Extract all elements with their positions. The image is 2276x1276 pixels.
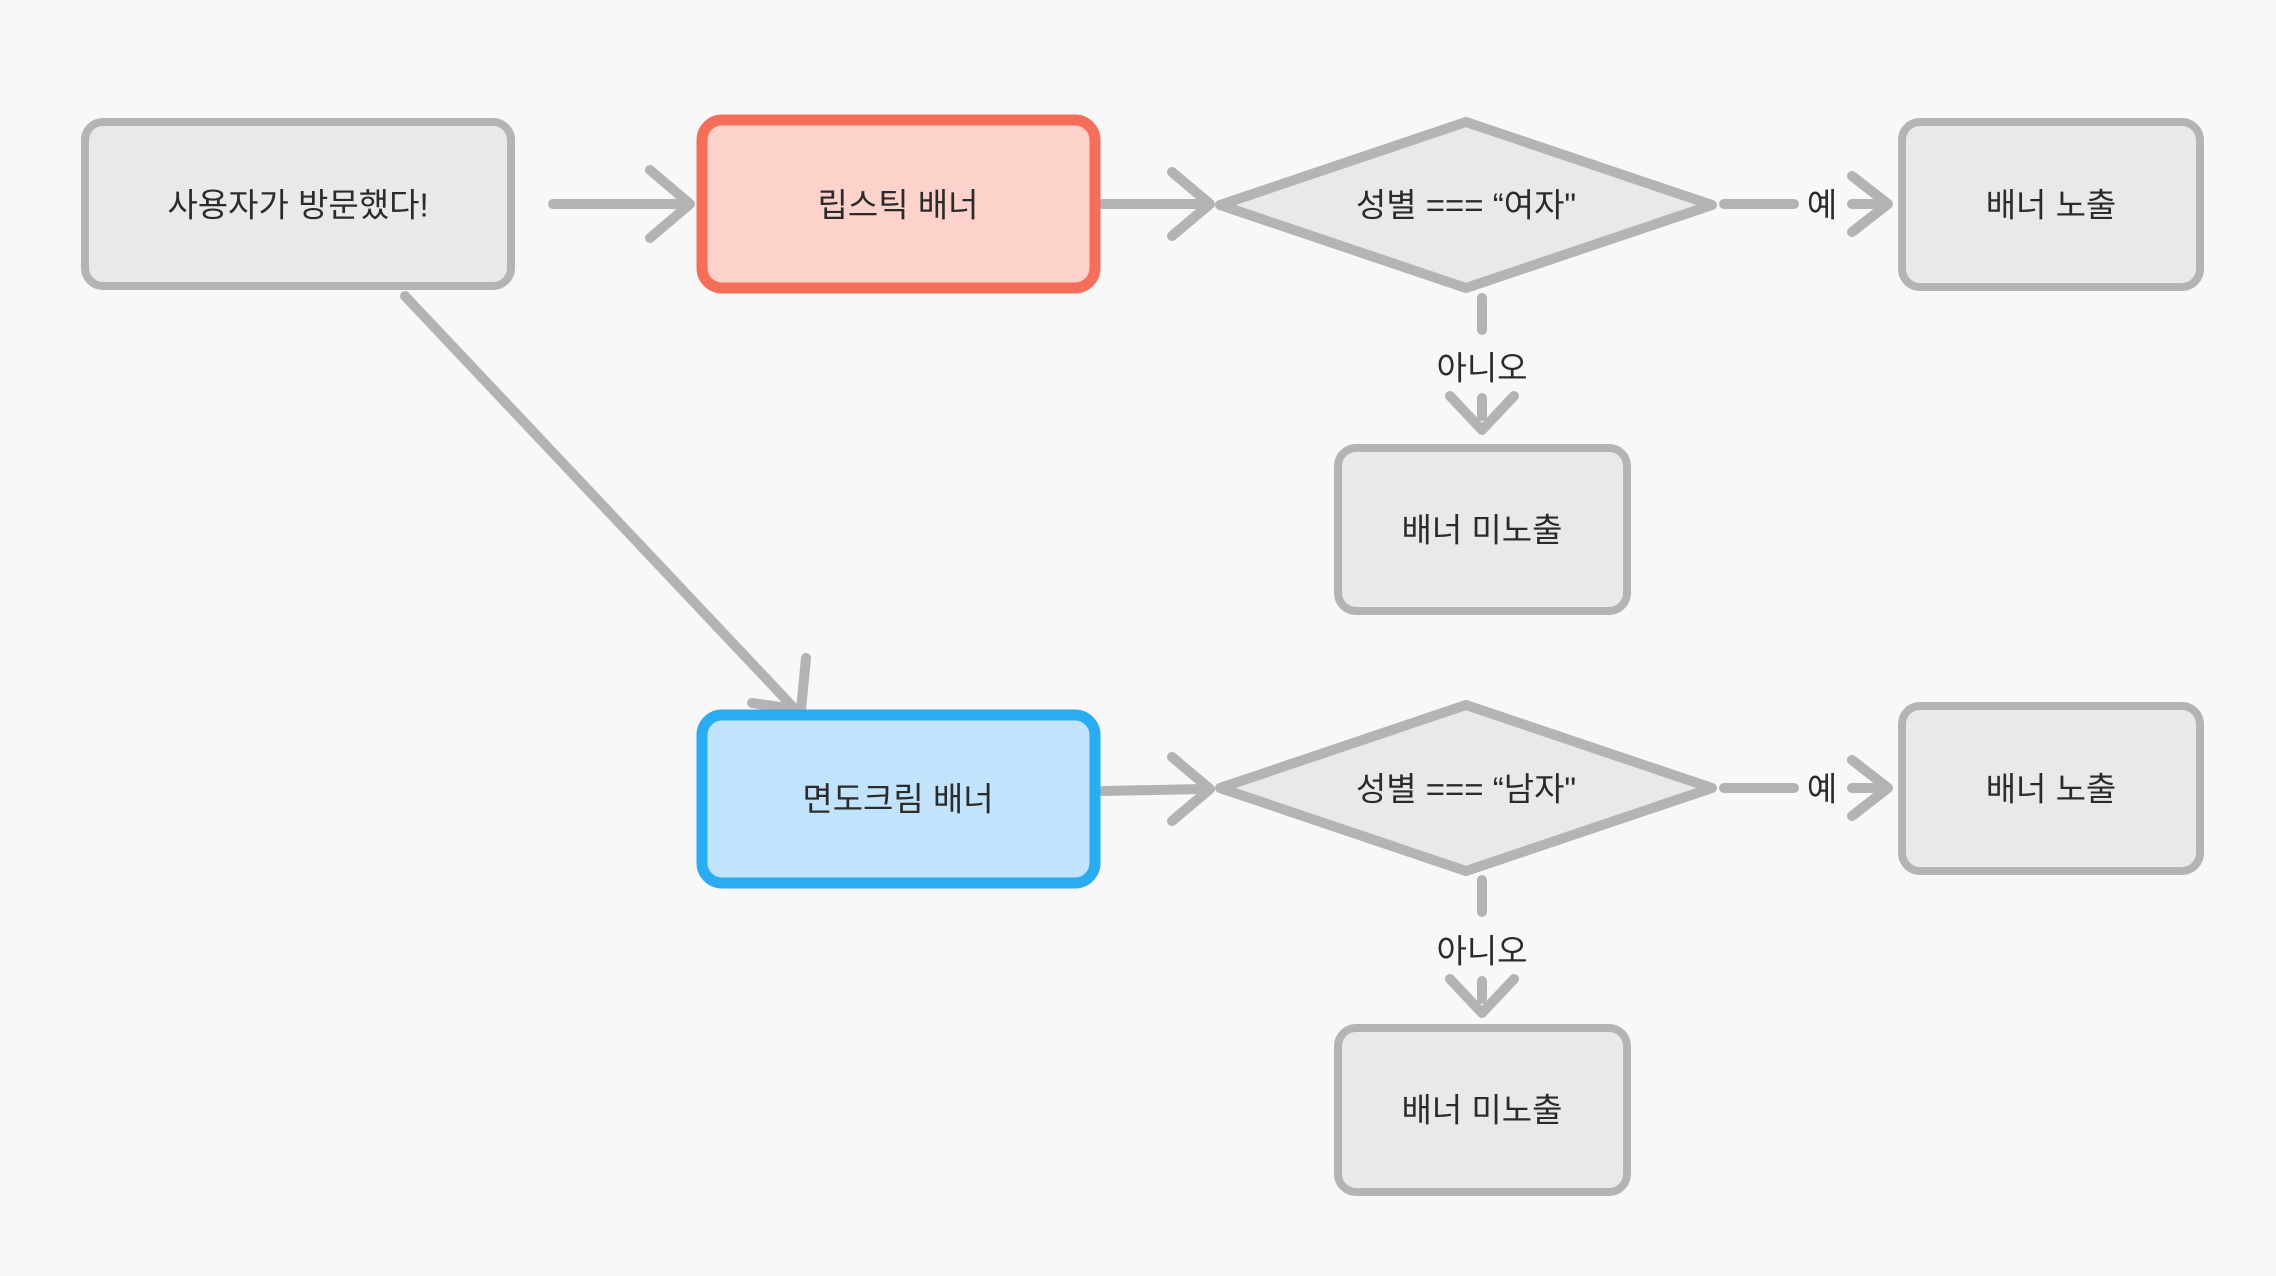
node-shaving-banner: 면도크림 배너 [696,709,1101,889]
node-banner-hidden-male-shape [1334,1024,1631,1196]
node-start: 사용자가 방문했다! [81,118,515,290]
arrow-head-icon [645,165,695,243]
arrow-head-icon [1847,171,1893,237]
arrow-shaft [1098,784,1207,796]
node-male-check: 성별 === “남자" [1215,700,1717,876]
node-banner-shown-female-label: 배너 노출 [1986,187,2117,224]
node-banner-shown-female: 배너 노출 [1898,118,2204,291]
node-lipstick-banner: 립스틱 배너 [696,114,1101,294]
node-start-label: 사용자가 방문했다! [167,187,428,224]
edge-label-no: 아니오 [1436,350,1527,387]
node-banner-hidden-female-shape [1334,444,1631,615]
node-lipstick-banner-label: 립스틱 배너 [818,187,979,224]
node-shaving-banner-label: 면도크림 배너 [802,781,993,818]
node-banner-hidden-female: 배너 미노출 [1334,444,1631,615]
node-female-check-shape [1215,117,1717,293]
edge-label-yes: 예 [1807,771,1837,808]
node-lipstick-banner-shape [696,114,1101,294]
edge-start-to-lipstick [548,165,695,243]
node-banner-hidden-male-label: 배너 미노출 [1402,1092,1563,1129]
edge-female-check-no: 아니오 [1436,293,1528,435]
arrow-head-icon [1167,167,1215,241]
node-male-check-label: 성별 === “남자" [1356,771,1576,808]
node-banner-hidden-female-label: 배너 미노출 [1402,512,1563,549]
node-female-check: 성별 === “여자" [1215,117,1717,293]
edge-shaving-to-male-check [1098,752,1215,826]
node-female-check-label: 성별 === “여자" [1356,187,1576,224]
edge-label-no: 아니오 [1436,933,1527,970]
node-banner-shown-male: 배너 노출 [1898,702,2204,875]
arrow-shaft [400,291,797,711]
node-banner-hidden-male: 배너 미노출 [1334,1024,1631,1196]
arrow-head-icon [1167,752,1215,826]
arrow-head-icon [1847,755,1893,821]
arrow-head-icon [1445,974,1519,1018]
arrow-head-icon [1445,391,1519,435]
edge-lipstick-to-female-check [1098,167,1215,241]
node-banner-shown-male-shape [1898,702,2204,875]
node-banner-shown-female-shape [1898,118,2204,291]
edge-male-check-yes: 예 [1719,755,1893,821]
edge-male-check-no: 아니오 [1436,875,1528,1018]
node-shaving-banner-shape [696,709,1101,889]
node-male-check-shape [1215,700,1717,876]
node-banner-shown-male-label: 배너 노출 [1986,771,2117,808]
edge-female-check-yes: 예 [1719,171,1893,237]
edge-start-to-shaving [400,291,811,715]
edge-label-yes: 예 [1807,187,1837,224]
node-start-shape [81,118,515,290]
